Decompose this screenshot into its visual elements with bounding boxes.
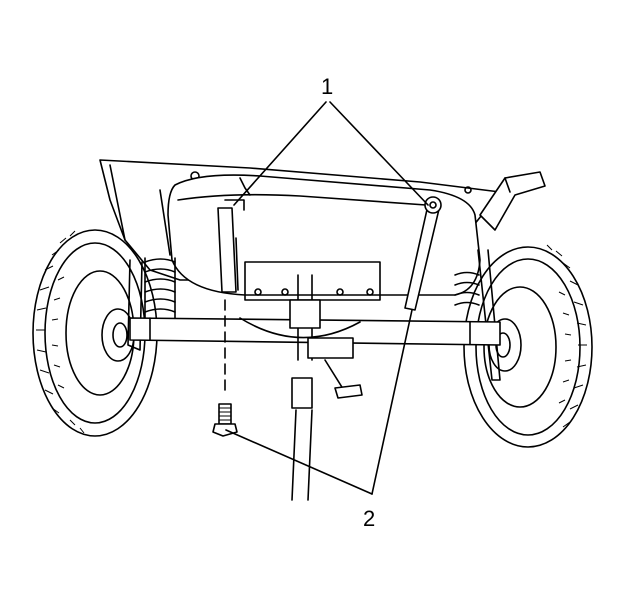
callout-leaders xyxy=(225,101,429,495)
right-fuel-tank-strap xyxy=(404,196,442,311)
callout-1-label: 1 xyxy=(321,74,333,99)
support-bracket xyxy=(479,171,546,231)
callout-2-label: 2 xyxy=(363,506,375,531)
left-coil-spring xyxy=(127,257,176,351)
center-linkage xyxy=(289,274,363,501)
left-fuel-tank-strap xyxy=(217,199,245,293)
right-tire xyxy=(463,244,593,448)
right-coil-spring xyxy=(454,249,501,381)
fuel-tank xyxy=(167,174,481,301)
rear-axle xyxy=(129,317,501,346)
